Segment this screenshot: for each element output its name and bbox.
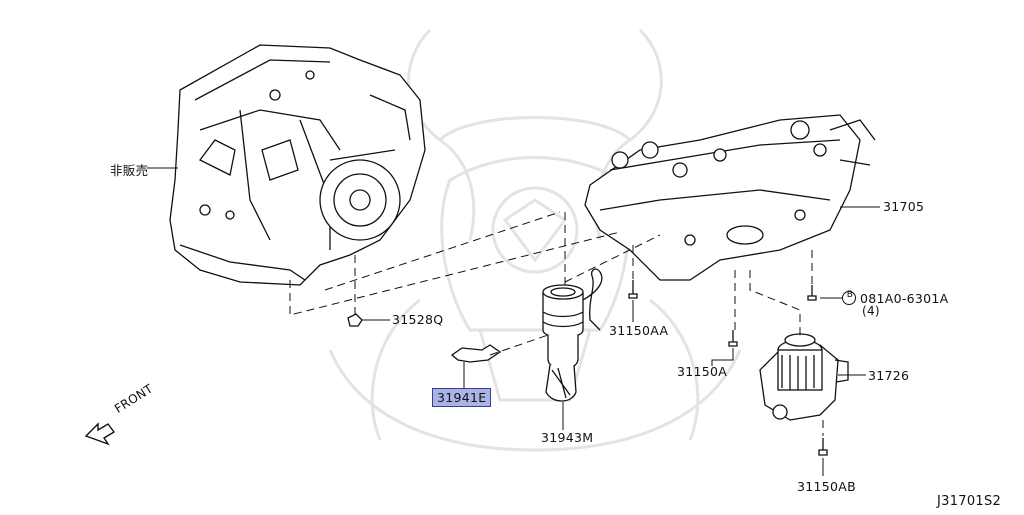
fastener-parts [347,280,828,456]
label-31150ab: 31150AB [797,479,856,494]
speed-sensor-part [542,268,603,402]
label-not-for-sale: 非販売 [110,163,149,178]
diagram-code: J31701S2 [937,494,1002,509]
label-31528q: 31528Q [392,312,444,327]
front-arrow-icon [84,422,116,446]
label-31150a: 31150A [677,364,728,379]
valve-body-assembly [584,114,876,281]
label-31941e-highlighted[interactable]: 31941E [432,388,492,407]
assembly-dashed-lines [289,211,824,436]
label-bolt-circle: B [846,290,854,300]
label-31705: 31705 [883,199,925,214]
label-081a0-6301a: 081A0-6301A [860,291,949,306]
bolt-callout-circle [842,291,856,305]
label-bolt-qty: (4) [862,304,880,318]
label-31726: 31726 [868,368,910,383]
oil-pump-part [759,333,849,421]
leader-lines [147,167,880,476]
harness-clip-part [450,344,502,363]
transmission-assembly [169,44,426,286]
label-31150aa: 31150AA [609,323,669,338]
watermark-crest [328,28,742,452]
label-31943m: 31943M [541,430,594,445]
